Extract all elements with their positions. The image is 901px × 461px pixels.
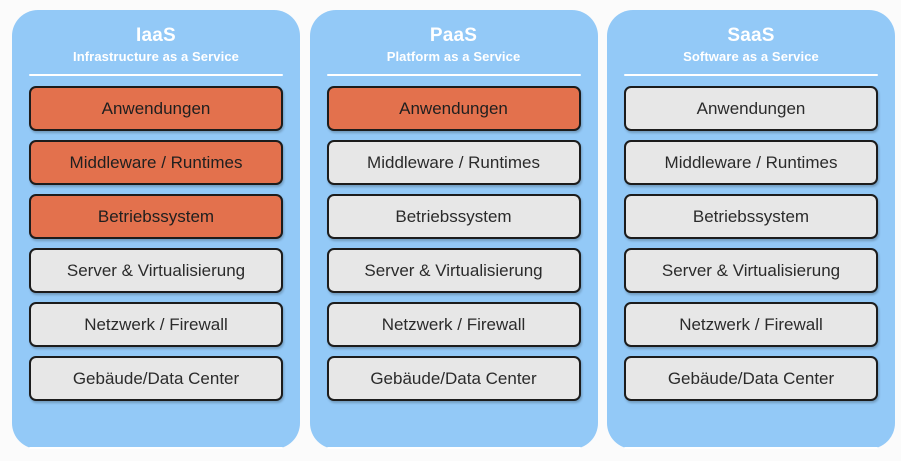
panel-subtitle-iaas: Infrastructure as a Service	[72, 49, 239, 64]
layer-box-saas-anwendungen[interactable]: Anwendungen	[624, 86, 878, 131]
panel-iaas: IaaS Infrastructure as a Service Anwendu…	[12, 10, 300, 449]
layer-stack-paas: Anwendungen Middleware / Runtimes Betrie…	[326, 76, 581, 438]
footer-divider-saas	[624, 447, 878, 449]
layer-box-paas-anwendungen[interactable]: Anwendungen	[326, 86, 581, 131]
panel-header-iaas: IaaS Infrastructure as a Service	[29, 24, 283, 67]
footer-divider-paas	[326, 447, 581, 449]
panel-header-paas: PaaS Platform as a Service	[327, 24, 581, 67]
header-divider-saas	[624, 74, 878, 76]
layer-box-iaas-betriebssystem[interactable]: Betriebssystem	[29, 194, 283, 239]
layer-box-paas-gebaeude-data-center[interactable]: Gebäude/Data Center	[326, 356, 581, 401]
layer-box-iaas-gebaeude-data-center[interactable]: Gebäude/Data Center	[29, 356, 283, 401]
panel-title-saas: SaaS	[727, 25, 775, 46]
layer-box-iaas-anwendungen[interactable]: Anwendungen	[29, 86, 283, 131]
layer-box-paas-netzwerk-firewall[interactable]: Netzwerk / Firewall	[326, 302, 581, 347]
layer-stack-iaas: Anwendungen Middleware / Runtimes Betrie…	[29, 76, 283, 438]
header-divider-paas	[326, 74, 581, 76]
header-divider-iaas	[29, 74, 283, 76]
panel-title-iaas: IaaS	[136, 25, 176, 46]
panel-paas: PaaS Platform as a Service Anwendungen M…	[309, 10, 598, 449]
layer-box-iaas-netzwerk-firewall[interactable]: Netzwerk / Firewall	[29, 302, 283, 347]
panel-subtitle-saas: Software as a Service	[683, 49, 819, 64]
layer-box-saas-gebaeude-data-center[interactable]: Gebäude/Data Center	[624, 356, 878, 401]
panel-subtitle-paas: Platform as a Service	[386, 49, 521, 64]
panel-header-saas: SaaS Software as a Service	[624, 24, 878, 67]
layer-box-iaas-middleware-runtimes[interactable]: Middleware / Runtimes	[29, 140, 283, 185]
panel-saas: SaaS Software as a Service Anwendungen M…	[607, 10, 895, 449]
footer-divider-iaas	[29, 447, 283, 449]
layer-box-saas-netzwerk-firewall[interactable]: Netzwerk / Firewall	[624, 302, 878, 347]
layer-box-saas-betriebssystem[interactable]: Betriebssystem	[624, 194, 878, 239]
layer-box-saas-server-virtualisierung[interactable]: Server & Virtualisierung	[624, 248, 878, 293]
layer-box-saas-middleware-runtimes[interactable]: Middleware / Runtimes	[624, 140, 878, 185]
layer-box-paas-server-virtualisierung[interactable]: Server & Virtualisierung	[326, 248, 581, 293]
panel-title-paas: PaaS	[429, 25, 478, 46]
layer-box-paas-betriebssystem[interactable]: Betriebssystem	[326, 194, 581, 239]
layer-box-iaas-server-virtualisierung[interactable]: Server & Virtualisierung	[29, 248, 283, 293]
layer-stack-saas: Anwendungen Middleware / Runtimes Betrie…	[624, 76, 878, 438]
layer-box-paas-middleware-runtimes[interactable]: Middleware / Runtimes	[326, 140, 581, 185]
